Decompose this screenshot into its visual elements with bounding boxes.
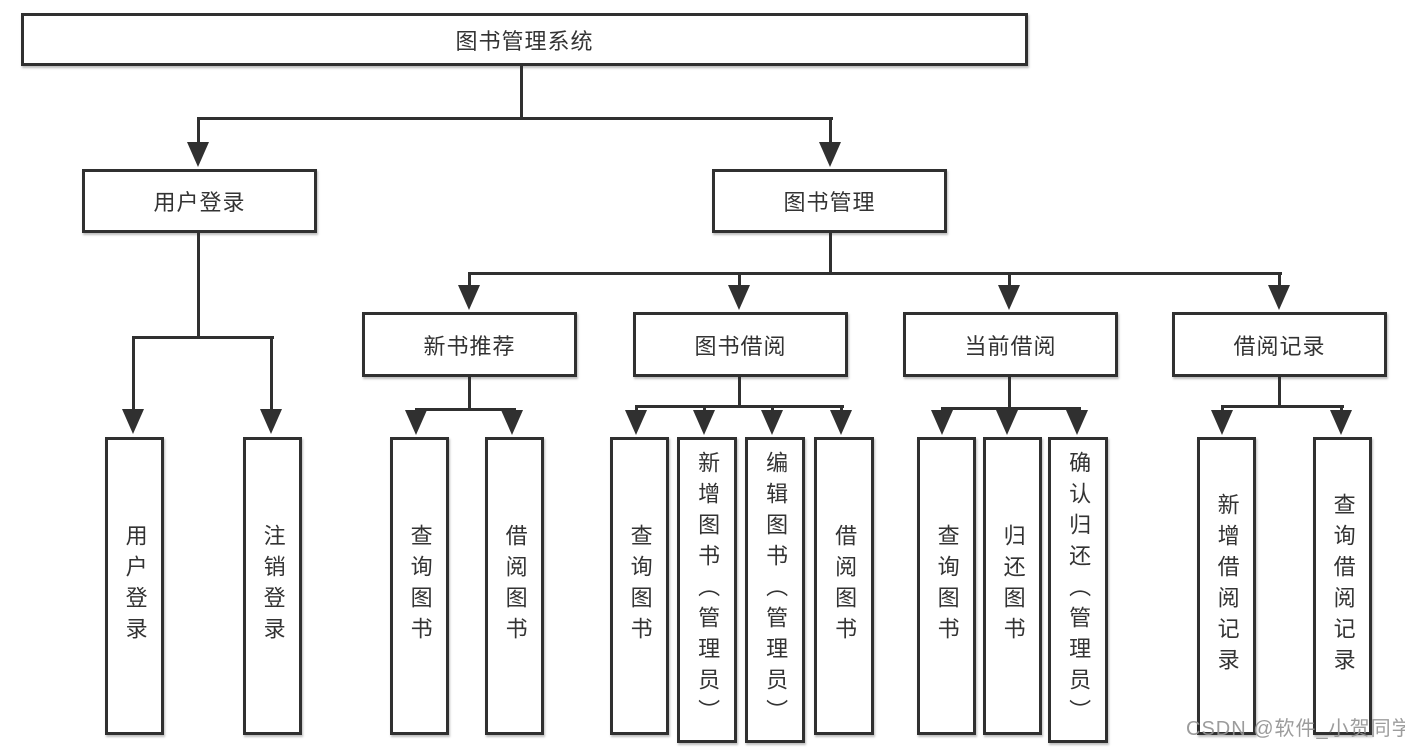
node-book-borrow-label: 图书借阅 <box>694 333 787 359</box>
leaf-cb-confirm-return-admin: 确认归还（管理员） <box>1048 437 1108 743</box>
connector-drop-borrow-records <box>1278 272 1281 288</box>
connector-drop-current-borrow <box>1008 272 1011 288</box>
connector-borrow-records-stem <box>1278 375 1281 408</box>
arrowhead-current-borrow-icon <box>998 285 1020 310</box>
arrowhead-bb-query-icon <box>625 410 647 435</box>
connector-drop-new-book <box>468 272 471 288</box>
connector-user-login-rail <box>133 336 274 339</box>
arrowhead-user-login-icon <box>187 142 209 167</box>
node-current-borrow-label: 当前借阅 <box>964 333 1057 359</box>
arrowhead-bb-borrow-icon <box>830 410 852 435</box>
connector-drop-user-login <box>197 117 200 147</box>
node-root-label: 图书管理系统 <box>455 28 594 54</box>
leaf-bb-query-books-label: 查询图书 <box>627 524 653 648</box>
connector-current-borrow-stem <box>1008 375 1011 410</box>
arrowhead-cb-confirm-icon <box>1066 410 1088 435</box>
leaf-user-login: 用户登录 <box>105 437 164 735</box>
connector-borrow-records-rail <box>1222 405 1344 408</box>
connector-drop-book-mgmt <box>829 117 832 147</box>
node-root: 图书管理系统 <box>21 13 1028 66</box>
leaf-cb-query-books-label: 查询图书 <box>934 524 960 648</box>
node-user-login-label: 用户登录 <box>153 190 246 215</box>
arrowhead-borrow-records-icon <box>1268 285 1290 310</box>
leaf-cb-confirm-return-admin-label: 确认归还（管理员） <box>1066 450 1092 730</box>
connector-new-book-stem <box>468 375 471 411</box>
connector-level3-rail <box>469 272 1282 275</box>
connector-current-borrow-rail <box>942 407 1081 410</box>
leaf-bb-borrow-books-label: 借阅图书 <box>832 524 858 648</box>
arrowhead-new-book-icon <box>458 285 480 310</box>
node-book-management-label: 图书管理 <box>783 190 876 215</box>
leaf-nb-query-books-label: 查询图书 <box>407 524 433 648</box>
leaf-nb-borrow-books-label: 借阅图书 <box>502 524 528 648</box>
node-book-borrow: 图书借阅 <box>633 312 848 377</box>
leaf-bb-borrow-books: 借阅图书 <box>814 437 874 735</box>
connector-drop-logout-leaf <box>270 336 273 412</box>
connector-level2-rail <box>197 117 833 120</box>
connector-root-stem <box>520 64 523 120</box>
arrowhead-cb-query-icon <box>931 410 953 435</box>
leaf-br-query-record: 查询借阅记录 <box>1313 437 1372 735</box>
leaf-logout: 注销登录 <box>243 437 302 735</box>
arrowhead-nb-borrow-icon <box>501 410 523 435</box>
node-borrow-records-label: 借阅记录 <box>1233 333 1326 359</box>
leaf-cb-query-books: 查询图书 <box>917 437 976 735</box>
arrowhead-br-query-icon <box>1330 410 1352 435</box>
node-book-management: 图书管理 <box>712 169 947 233</box>
node-new-book-recommend: 新书推荐 <box>362 312 577 377</box>
leaf-nb-borrow-books: 借阅图书 <box>485 437 544 735</box>
connector-drop-book-borrow <box>738 272 741 288</box>
leaf-bb-edit-book-admin: 编辑图书（管理员） <box>745 437 805 743</box>
connector-book-mgmt-stem <box>829 231 832 275</box>
leaf-bb-edit-book-admin-label: 编辑图书（管理员） <box>763 450 789 730</box>
leaf-bb-add-book-admin-label: 新增图书（管理员） <box>695 450 721 730</box>
leaf-logout-label: 注销登录 <box>260 524 286 648</box>
arrowhead-book-mgmt-icon <box>819 142 841 167</box>
leaf-br-query-record-label: 查询借阅记录 <box>1330 493 1356 679</box>
node-current-borrow: 当前借阅 <box>903 312 1118 377</box>
arrowhead-br-add-icon <box>1211 410 1233 435</box>
arrowhead-bb-edit-icon <box>761 410 783 435</box>
leaf-nb-query-books: 查询图书 <box>390 437 449 735</box>
leaf-cb-return-books: 归还图书 <box>983 437 1042 735</box>
node-new-book-recommend-label: 新书推荐 <box>423 333 516 359</box>
leaf-bb-add-book-admin: 新增图书（管理员） <box>677 437 737 743</box>
watermark: CSDN @软件_小贺同学 <box>1186 718 1405 740</box>
leaf-bb-query-books: 查询图书 <box>610 437 669 735</box>
connector-book-borrow-stem <box>738 375 741 408</box>
arrowhead-bb-add-icon <box>693 410 715 435</box>
connector-book-borrow-rail <box>636 405 844 408</box>
node-borrow-records: 借阅记录 <box>1172 312 1387 377</box>
leaf-br-add-record-label: 新增借阅记录 <box>1214 493 1240 679</box>
arrowhead-logout-leaf-icon <box>260 409 282 434</box>
arrowhead-login-leaf-icon <box>122 409 144 434</box>
leaf-br-add-record: 新增借阅记录 <box>1197 437 1256 735</box>
connector-drop-login-leaf <box>132 336 135 412</box>
leaf-user-login-label: 用户登录 <box>122 524 148 648</box>
leaf-cb-return-books-label: 归还图书 <box>1000 524 1026 648</box>
connector-new-book-rail <box>416 408 516 411</box>
node-user-login: 用户登录 <box>82 169 317 233</box>
arrowhead-nb-query-icon <box>405 410 427 435</box>
arrowhead-book-borrow-icon <box>728 285 750 310</box>
arrowhead-cb-return-icon <box>996 410 1018 435</box>
connector-user-login-stem <box>197 231 200 339</box>
